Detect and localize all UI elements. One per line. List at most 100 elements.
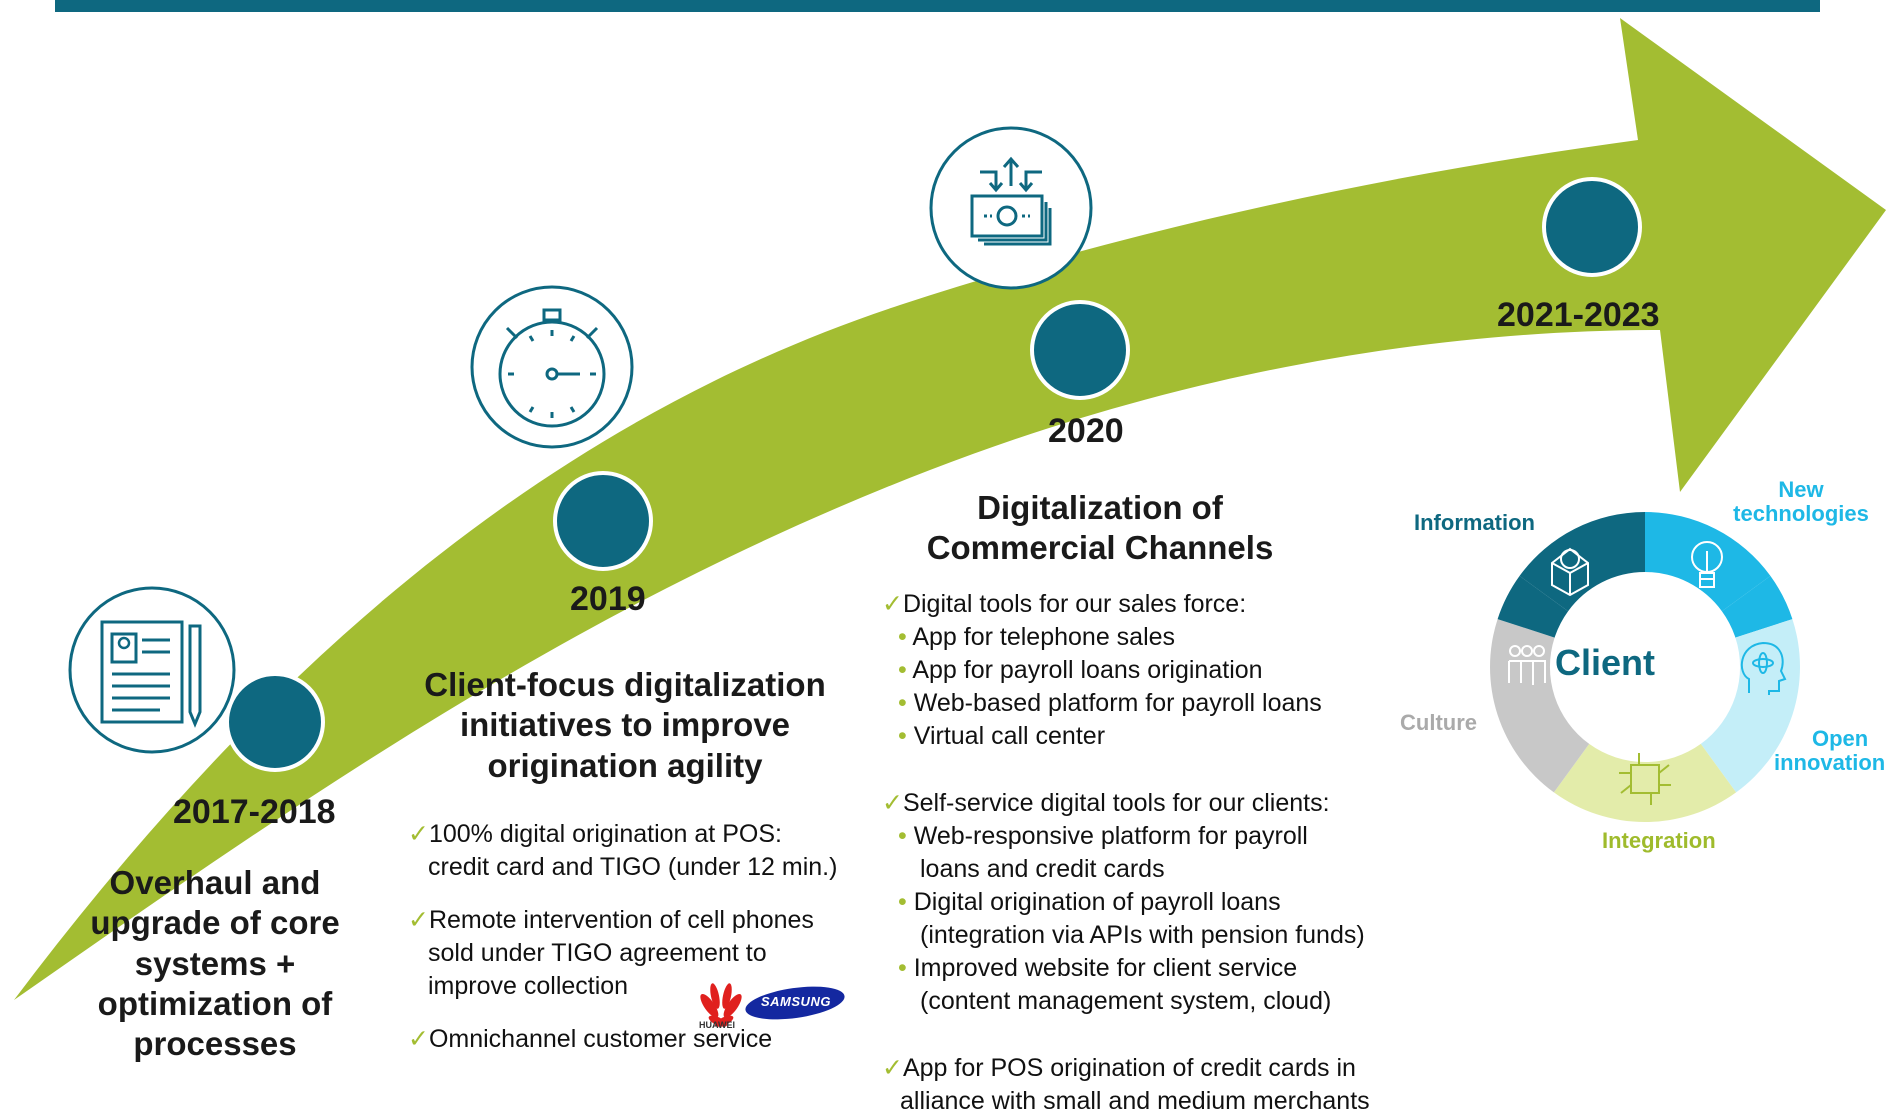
money-transfer-icon (929, 126, 1093, 290)
list-item-text: Web-responsive platform for payroll (913, 822, 1308, 850)
heading-line: processes (133, 1025, 297, 1062)
bullet-icon: • (898, 656, 907, 684)
list-item-text: loans and credit cards (920, 855, 1165, 883)
list-group: ✓App for POS origination of credit cards… (882, 1052, 1422, 1118)
list-group: ✓Digital tools for our sales force: • Ap… (882, 588, 1422, 753)
heading-line: Overhaul and (109, 864, 321, 901)
wheel-segment-culture (1490, 619, 1590, 793)
list-item-text: (integration via APIs with pension funds… (920, 921, 1365, 949)
list-group-title: ✓Digital tools for our sales force: (882, 588, 1422, 621)
lightbulb-icon (1691, 541, 1723, 588)
heading-line: origination agility (487, 746, 763, 784)
wheel-segment-information-b (1497, 575, 1569, 638)
milestone-heading-2017-2018: Overhaul and upgrade of core systems + o… (70, 863, 360, 1064)
group-title-text: App for POS origination of credit cards … (902, 1054, 1356, 1082)
milestone-heading-2019: Client-focus digitalization initiatives … (400, 665, 850, 786)
list-item-text: (content management system, cloud) (920, 987, 1332, 1015)
check-icon: ✓ (882, 590, 903, 618)
heading-line: upgrade of core (90, 904, 340, 942)
check-icon: ✓ (882, 789, 903, 817)
list-item-text: Omnichannel customer service (428, 1025, 773, 1053)
check-icon: ✓ (408, 820, 429, 848)
milestone-heading-2020: Digitalization of Commercial Channels (880, 488, 1320, 569)
group-title-text: Self-service digital tools for our clien… (902, 789, 1330, 817)
huawei-wordmark: HUAWEI (699, 1020, 735, 1030)
heading-line: optimization of (97, 984, 333, 1022)
bullet-icon: • (898, 888, 907, 916)
year-label-2021-2023: 2021-2023 (1497, 296, 1660, 334)
wheel-center-label: Client (1555, 642, 1656, 683)
document-pencil-icon (68, 586, 236, 754)
wheel-label-line: technologies (1733, 501, 1869, 527)
wheel-label-line: New (1778, 477, 1824, 502)
list-item: ✓Remote intervention of cell phones sold… (408, 904, 888, 1003)
wheel-label-open-innovation: Open innovation (1770, 726, 1886, 776)
list-item-text: 100% digital origination at POS: (428, 820, 782, 848)
wheel-segment-integration (1553, 743, 1737, 822)
wheel-label-culture: Culture (1400, 710, 1477, 735)
heading-line: initiatives to improve (459, 706, 791, 744)
bullet-icon: • (898, 722, 907, 750)
heading-line: Commercial Channels (926, 529, 1274, 567)
milestone-dot-2017-2018 (225, 672, 325, 772)
heading-line: Client-focus digitalization (424, 666, 826, 703)
brain-box-icon (1551, 547, 1589, 597)
list-group-title: ✓App for POS origination of credit cards… (882, 1052, 1422, 1085)
wheel-segment-information-fill (1519, 512, 1645, 612)
milestone-list-2019: ✓100% digital origination at POS: credit… (408, 818, 888, 1056)
people-group-icon (1508, 645, 1546, 685)
bullet-icon: • (898, 822, 907, 850)
milestone-dot-2019 (553, 471, 653, 571)
year-label-2020: 2020 (1048, 412, 1124, 450)
year-label-2019: 2019 (570, 580, 646, 618)
milestone-dot-2021-2023 (1542, 177, 1642, 277)
stopwatch-icon (470, 285, 634, 449)
check-icon: ✓ (408, 906, 429, 934)
bullet-icon: • (898, 689, 907, 717)
list-item-text: App for telephone sales (912, 623, 1176, 651)
list-item: ✓Omnichannel customer service (408, 1023, 888, 1056)
wheel-label-new-technologies: New technologies (1716, 477, 1886, 527)
top-accent-bar (55, 0, 1820, 12)
wheel-label-information: Information (1414, 510, 1535, 535)
samsung-wordmark: SAMSUNG (761, 994, 831, 1009)
growth-arrow (14, 18, 1886, 1000)
list-item: • Virtual call center (882, 720, 1422, 753)
client-wheel (1490, 512, 1800, 822)
samsung-logo (745, 986, 845, 1020)
huawei-logo (700, 983, 742, 1027)
list-item-text: credit card and TIGO (under 12 min.) (428, 853, 838, 881)
list-item-text: Improved website for client service (913, 954, 1298, 982)
list-item-text: Remote intervention of cell phones (428, 906, 814, 934)
list-item-text: sold under TIGO agreement to (428, 939, 767, 967)
year-label-2017-2018: 2017-2018 (173, 793, 336, 831)
bullet-icon: • (898, 954, 907, 982)
wheel-segment-new-technologies-b (1721, 575, 1793, 638)
wheel-label-line: innovation (1774, 750, 1886, 776)
list-item: alliance with small and medium merchants (900, 1087, 1370, 1115)
check-icon: ✓ (408, 1025, 429, 1053)
list-item-text: App for payroll loans origination (912, 656, 1263, 684)
heading-line: systems + (134, 944, 296, 982)
list-item: • Improved website for client service (co… (882, 952, 1422, 1018)
group-title-text: Digital tools for our sales force: (902, 590, 1247, 618)
wheel-label-integration: Integration (1602, 828, 1716, 853)
milestone-list-2020: ✓Digital tools for our sales force: • Ap… (882, 588, 1422, 1118)
list-item: • Digital origination of payroll loans (i… (882, 886, 1422, 952)
list-item-text: Virtual call center (913, 722, 1106, 750)
list-item: • Web-based platform for payroll loans (882, 687, 1422, 720)
list-item-text: Digital origination of payroll loans (913, 888, 1281, 916)
milestone-dot-2020 (1030, 300, 1130, 400)
head-atom-icon (1740, 641, 1787, 695)
heading-line: Digitalization of (977, 489, 1223, 526)
joined-hands-icon (1619, 753, 1671, 805)
bullet-icon: • (898, 623, 907, 651)
list-group: ✓Self-service digital tools for our clie… (882, 787, 1422, 1018)
list-item: • Web-responsive platform for payroll loa… (882, 820, 1422, 886)
wheel-label-line: Open (1812, 726, 1869, 751)
list-item: • App for payroll loans origination (882, 654, 1422, 687)
list-item-text: improve collection (428, 972, 629, 1000)
list-group-title: ✓Self-service digital tools for our clie… (882, 787, 1422, 820)
